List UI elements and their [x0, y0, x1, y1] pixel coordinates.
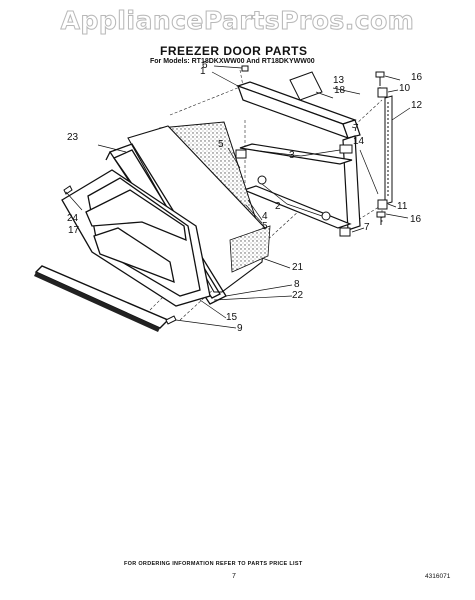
callout-6: 6: [202, 60, 208, 71]
callout-13: 13: [333, 75, 345, 86]
callout-15: 15: [226, 312, 238, 323]
callout-1: 1: [200, 66, 206, 77]
callout-8: 8: [294, 279, 300, 290]
callout-16-upper: 16: [411, 72, 423, 83]
callout-10: 10: [399, 83, 411, 94]
callout-11: 11: [397, 201, 408, 212]
callout-2: 2: [275, 201, 281, 212]
diagram-subtitle: For Models: RT18DKXWW00 And RT18DKYWW00: [150, 58, 315, 65]
page-number: 7: [232, 573, 236, 580]
callout-17: 17: [68, 225, 80, 236]
handle-bar: [384, 95, 393, 205]
ordering-info-note: FOR ORDERING INFORMATION REFER TO PARTS …: [124, 561, 303, 567]
callout-24: 24: [67, 213, 79, 224]
callout-5-lower: 5: [262, 221, 268, 232]
seal-strip: [289, 71, 323, 101]
outer-door-panel: [61, 169, 211, 307]
callout-18: 18: [334, 85, 346, 96]
callout-3: 3: [289, 150, 295, 161]
callout-7-lower: 7: [364, 222, 370, 233]
callout-7-upper: 7: [353, 123, 359, 134]
callout-5-upper: 5: [218, 139, 224, 150]
callout-22: 22: [292, 290, 304, 301]
leader-lines: [65, 65, 411, 329]
callout-14: 14: [353, 136, 365, 147]
callout-21: 21: [292, 262, 304, 273]
callout-16-lower: 16: [410, 214, 422, 225]
document-number: 4316071: [425, 573, 451, 580]
callout-9: 9: [237, 323, 243, 334]
callout-23: 23: [67, 132, 79, 143]
callout-4: 4: [262, 211, 268, 222]
screws: [241, 65, 388, 225]
watermark-logo: AppliancePartsPros.com: [60, 6, 415, 36]
diagram-title: FREEZER DOOR PARTS: [160, 44, 308, 58]
callout-12: 12: [411, 100, 423, 111]
